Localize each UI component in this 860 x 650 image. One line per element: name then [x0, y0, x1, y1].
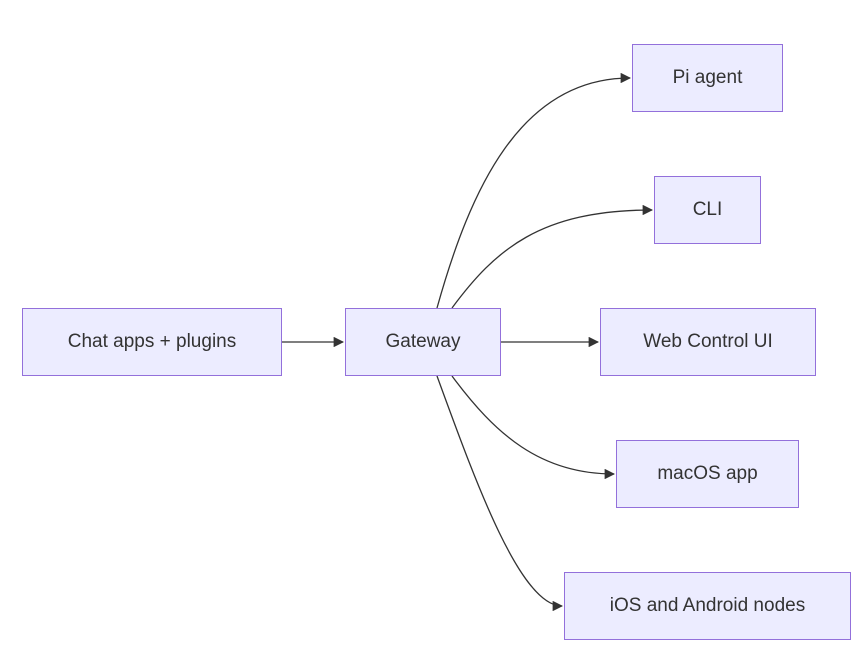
node-gateway: Gateway [345, 308, 501, 376]
node-ios-android-nodes: iOS and Android nodes [564, 572, 851, 640]
node-chat-apps-plugins: Chat apps + plugins [22, 308, 282, 376]
edge-gateway-to-macos-app [451, 375, 616, 480]
node-label: macOS app [657, 463, 758, 484]
edge-gateway-to-ios-android-nodes [436, 375, 564, 612]
node-label: Pi agent [672, 67, 743, 88]
node-label: Chat apps + plugins [67, 331, 237, 352]
node-label: Web Control UI [643, 331, 773, 352]
node-pi-agent: Pi agent [632, 44, 783, 112]
edge-gateway-to-cli [451, 204, 654, 309]
edge-gateway-to-pi-agent [436, 72, 632, 309]
node-cli: CLI [654, 176, 761, 244]
node-label: CLI [692, 199, 723, 220]
node-macos-app: macOS app [616, 440, 799, 508]
node-web-control-ui: Web Control UI [600, 308, 816, 376]
node-label: Gateway [385, 331, 461, 352]
node-label: iOS and Android nodes [609, 595, 806, 616]
